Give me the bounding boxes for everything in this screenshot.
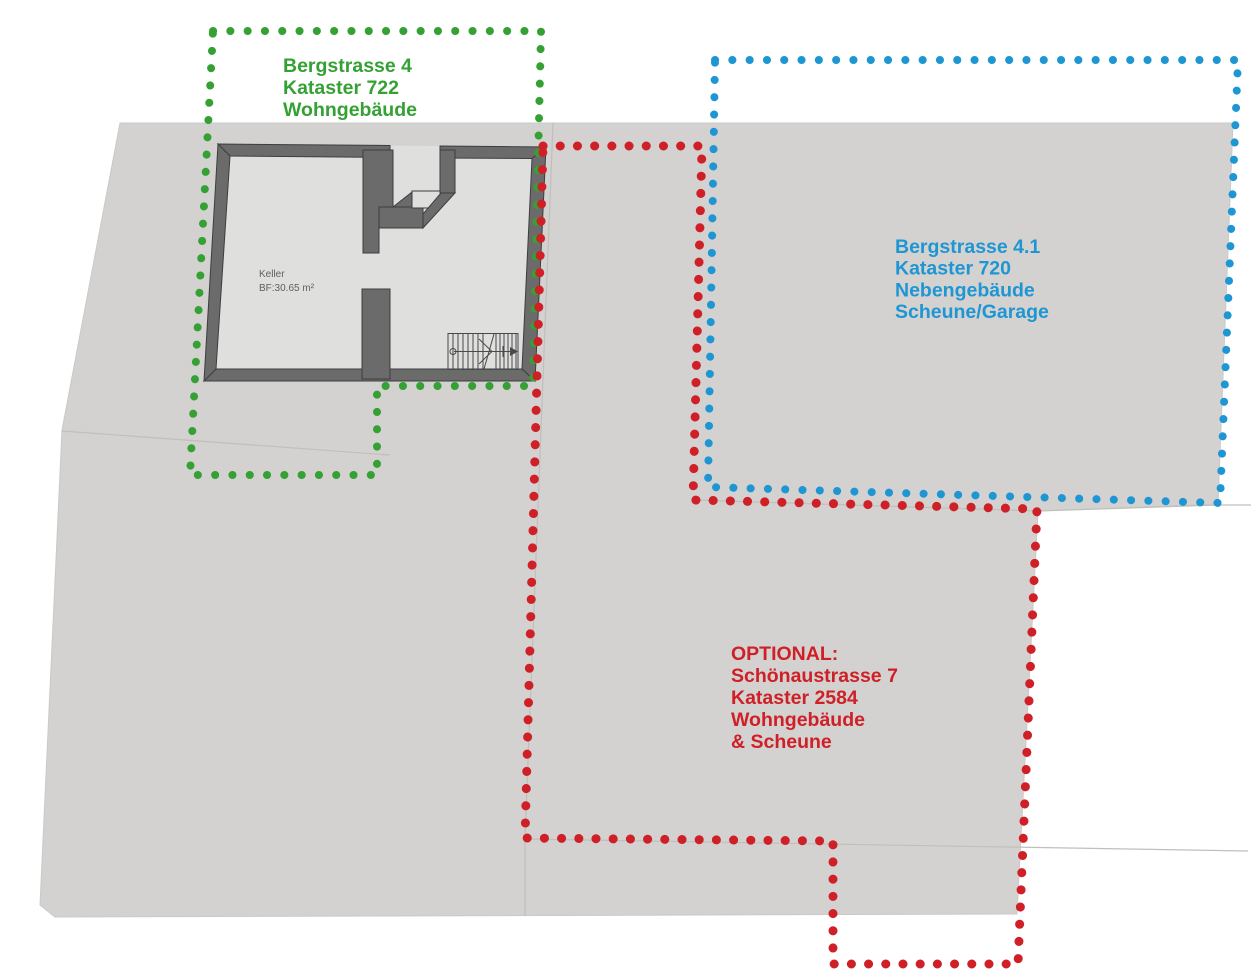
red-label-line: OPTIONAL:	[731, 643, 838, 665]
green-boundary-bergstrasse-4	[186, 27, 545, 479]
wall-interior-step	[378, 206, 424, 229]
stair-arrowhead	[510, 347, 518, 356]
room-name-label: Keller	[259, 269, 285, 280]
stair-break-line	[483, 333, 495, 370]
keller-floorplan: Keller BF:30.65 m²	[202, 142, 548, 383]
green-label-line: Wohngebäude	[283, 99, 417, 121]
wall-interior-lower	[361, 288, 391, 380]
red-label-line: & Scheune	[731, 731, 832, 753]
blue-boundary-bergstrasse-4-1	[704, 56, 1242, 507]
green-label-line: Bergstrasse 4	[283, 55, 412, 77]
blue-label: Bergstrasse 4.1 Kataster 720 Nebengebäud…	[895, 236, 1049, 323]
wall-interior-diagonal	[422, 192, 457, 230]
staircase	[447, 333, 519, 370]
red-label-line: Wohngebäude	[731, 709, 865, 731]
wall-interior-entry-right	[439, 149, 456, 194]
parcel-boundary-line-left	[61, 430, 391, 456]
red-boundary-schoenaustrasse-7	[520, 141, 1042, 969]
wall-left	[203, 142, 231, 383]
room-area-label: BF:30.65 m²	[259, 283, 315, 294]
blue-label-line: Scheune/Garage	[895, 301, 1049, 323]
red-label: OPTIONAL: Schönaustrasse 7 Kataster 2584…	[731, 643, 898, 753]
stair-direction-arrow	[478, 338, 493, 365]
stair-walk-line-start-circle	[449, 348, 457, 355]
blue-label-line: Kataster 720	[895, 258, 1011, 280]
blue-label-line: Bergstrasse 4.1	[895, 236, 1040, 258]
blue-label-line: Nebengebäude	[895, 279, 1035, 301]
wall-top-right-segment	[439, 145, 548, 160]
red-label-line: Schönaustrasse 7	[731, 665, 898, 687]
keller-room-floor	[204, 144, 546, 381]
green-label-line: Kataster 722	[283, 77, 399, 99]
red-label-line: Kataster 2584	[731, 687, 858, 709]
green-label: Bergstrasse 4 Kataster 722 Wohngebäude	[283, 55, 417, 121]
